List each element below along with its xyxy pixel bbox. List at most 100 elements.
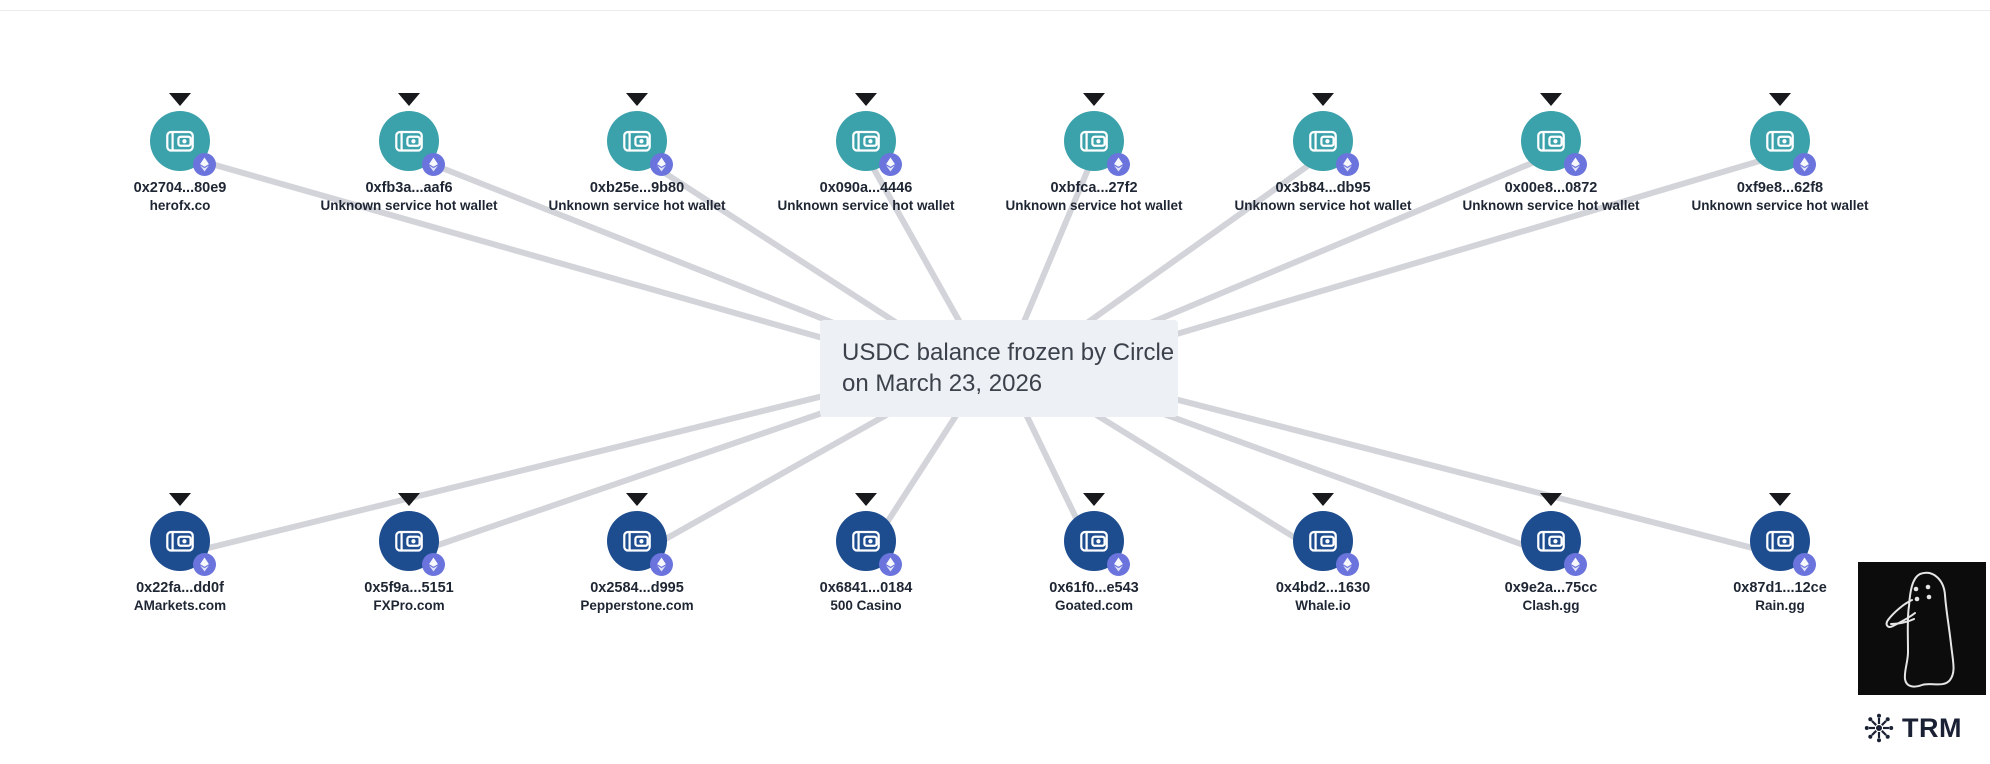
- triangle-down-marker: [1540, 493, 1562, 506]
- ethereum-icon: [200, 157, 209, 172]
- ethereum-chain-badge: [1564, 153, 1587, 176]
- wallet-bubble[interactable]: [1521, 511, 1587, 576]
- wallet-bubble[interactable]: [1750, 111, 1816, 176]
- ethereum-chain-badge: [879, 153, 902, 176]
- wallet-address-label: 0x00e8...0872: [1504, 180, 1598, 196]
- wallet-address-label: 0x4bd2...1630: [1275, 580, 1371, 596]
- annotation-text-line2: on March 23, 2026: [842, 369, 1043, 397]
- trm-wordmark: TRM: [1902, 712, 1962, 743]
- ethereum-icon: [657, 157, 666, 172]
- graph-edge[interactable]: [177, 152, 903, 363]
- ethereum-icon: [200, 557, 209, 572]
- wallet-service-label: FXPro.com: [373, 598, 445, 613]
- triangle-down-marker: [855, 93, 877, 106]
- wallet-icon: [1080, 530, 1108, 552]
- wallet-bubble[interactable]: [150, 111, 216, 176]
- triangle-down-marker: [169, 93, 191, 106]
- wallet-service-label: 500 Casino: [830, 598, 902, 613]
- wallet-address-label: 0x090a...4446: [819, 180, 913, 196]
- wallet-bubble[interactable]: [379, 511, 445, 576]
- wallet-address-label: 0x9e2a...75cc: [1504, 580, 1598, 596]
- wallet-bubble[interactable]: [1064, 111, 1130, 176]
- wallet-address-label: 0x87d1...12ce: [1733, 580, 1827, 596]
- wallet-icon: [395, 530, 423, 552]
- graph-edge[interactable]: [1086, 374, 1783, 558]
- ethereum-chain-badge: [1564, 553, 1587, 576]
- ethereum-chain-badge: [1793, 553, 1816, 576]
- wallet-service-label: Goated.com: [1054, 598, 1133, 613]
- wallet-address-label: 0x2584...d995: [590, 580, 684, 596]
- ethereum-chain-badge: [1336, 553, 1359, 576]
- wallet-bubble[interactable]: [1064, 511, 1130, 576]
- wallet-service-label: Unknown service hot wallet: [548, 198, 726, 213]
- graph-edge[interactable]: [1086, 152, 1783, 363]
- trm-logo: TRM: [1863, 712, 1962, 744]
- penguin-doodle-overlay: [1858, 562, 1986, 695]
- ethereum-chain-badge: [1336, 153, 1359, 176]
- wallet-bubble[interactable]: [1293, 511, 1359, 576]
- wallet-icon: [166, 530, 194, 552]
- wallet-bubble[interactable]: [607, 111, 673, 176]
- triangle-down-marker: [1769, 93, 1791, 106]
- triangle-down-marker: [1083, 493, 1105, 506]
- ethereum-chain-badge: [193, 553, 216, 576]
- wallet-service-label: Whale.io: [1295, 598, 1351, 613]
- wallet-service-label: Unknown service hot wallet: [320, 198, 498, 213]
- top-divider: [0, 10, 1990, 11]
- wallet-address-label: 0x2704...80e9: [133, 180, 227, 196]
- wallet-icon: [1766, 530, 1794, 552]
- wallet-icon: [623, 530, 651, 552]
- ethereum-icon: [1114, 157, 1123, 172]
- ethereum-icon: [1114, 557, 1123, 572]
- wallet-bubble[interactable]: [836, 511, 902, 576]
- wallet-icon: [852, 530, 880, 552]
- ethereum-icon: [1571, 557, 1580, 572]
- graph-edge[interactable]: [177, 374, 903, 558]
- wallet-service-label: Clash.gg: [1522, 598, 1580, 613]
- ethereum-chain-badge: [193, 153, 216, 176]
- penguin-doodle: [1885, 571, 1955, 688]
- wallet-service-label: Rain.gg: [1755, 598, 1805, 613]
- wallet-bubble[interactable]: [1293, 111, 1359, 176]
- wallet-icon: [1309, 530, 1337, 552]
- ethereum-chain-badge: [650, 153, 673, 176]
- triangle-down-marker: [398, 493, 420, 506]
- wallet-bubble[interactable]: [1521, 111, 1587, 176]
- triangle-down-marker: [398, 93, 420, 106]
- wallet-service-label: AMarkets.com: [133, 598, 227, 613]
- ethereum-icon: [886, 157, 895, 172]
- wallet-bubble[interactable]: [150, 511, 216, 576]
- wallet-icon: [1537, 530, 1565, 552]
- ethereum-icon: [1571, 157, 1580, 172]
- triangle-down-marker: [1540, 93, 1562, 106]
- wallet-bubble[interactable]: [836, 111, 902, 176]
- ethereum-chain-badge: [650, 553, 673, 576]
- ethereum-icon: [657, 557, 666, 572]
- ethereum-icon: [1343, 557, 1352, 572]
- wallet-bubble[interactable]: [1750, 511, 1816, 576]
- triangle-down-marker: [626, 93, 648, 106]
- trm-snowflake-icon: [1864, 713, 1894, 743]
- wallet-bubble[interactable]: [607, 511, 673, 576]
- ethereum-icon: [886, 557, 895, 572]
- annotation-node-frozen-balance[interactable]: USDC balance frozen by Circle on March 2…: [820, 320, 1178, 417]
- ethereum-chain-badge: [1793, 153, 1816, 176]
- triangle-down-marker: [1312, 93, 1334, 106]
- annotation-text-line1: USDC balance frozen by Circle: [842, 338, 1175, 366]
- wallet-address-label: 0x5f9a...5151: [364, 580, 454, 596]
- wallet-bubble[interactable]: [379, 111, 445, 176]
- ethereum-icon: [429, 557, 438, 572]
- wallet-icon: [623, 130, 651, 152]
- ethereum-icon: [1800, 157, 1809, 172]
- triangle-down-marker: [626, 493, 648, 506]
